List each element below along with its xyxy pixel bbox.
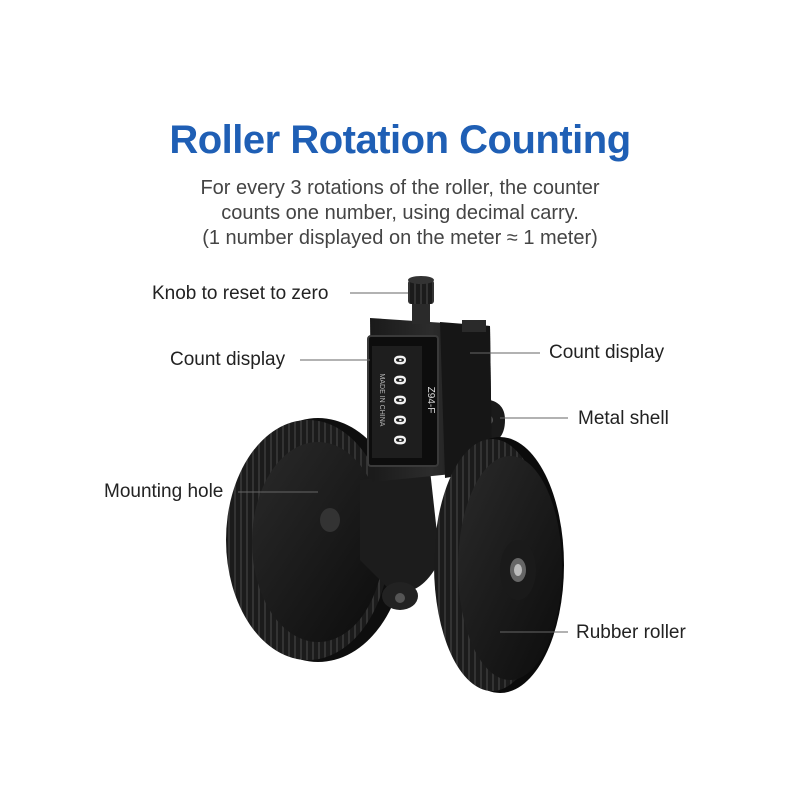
roller-wheel-icon xyxy=(434,437,564,693)
callout-knob: Knob to reset to zero xyxy=(152,283,329,304)
callout-metal-shell: Metal shell xyxy=(578,408,669,429)
callout-rubber-roller: Rubber roller xyxy=(576,622,686,643)
digit-4: 0 xyxy=(388,415,408,426)
digit-1: 0 xyxy=(388,355,408,366)
origin-label: MADE IN CHINA xyxy=(378,374,385,427)
digit-2: 0 xyxy=(388,375,408,386)
callout-count-display-right: Count display xyxy=(549,342,665,363)
reset-knob-icon xyxy=(408,276,434,324)
page-title: Roller Rotation Counting xyxy=(169,118,631,162)
digit-3: 0 xyxy=(388,395,408,406)
model-label: Z94-F xyxy=(425,387,436,414)
callout-count-display-left: Count display xyxy=(170,349,286,370)
callout-mounting-hole: Mounting hole xyxy=(104,481,224,502)
description-line-3: (1 number displayed on the meter ≈ 1 met… xyxy=(202,227,598,249)
description-line-2: counts one number, using decimal carry. xyxy=(221,202,579,224)
description-line-1: For every 3 rotations of the roller, the… xyxy=(200,177,600,199)
count-display: 0 0 0 0 0 Z94-F MADE IN CHINA xyxy=(367,335,439,467)
digit-5: 0 xyxy=(388,435,408,446)
description: For every 3 rotations of the roller, the… xyxy=(100,176,700,251)
